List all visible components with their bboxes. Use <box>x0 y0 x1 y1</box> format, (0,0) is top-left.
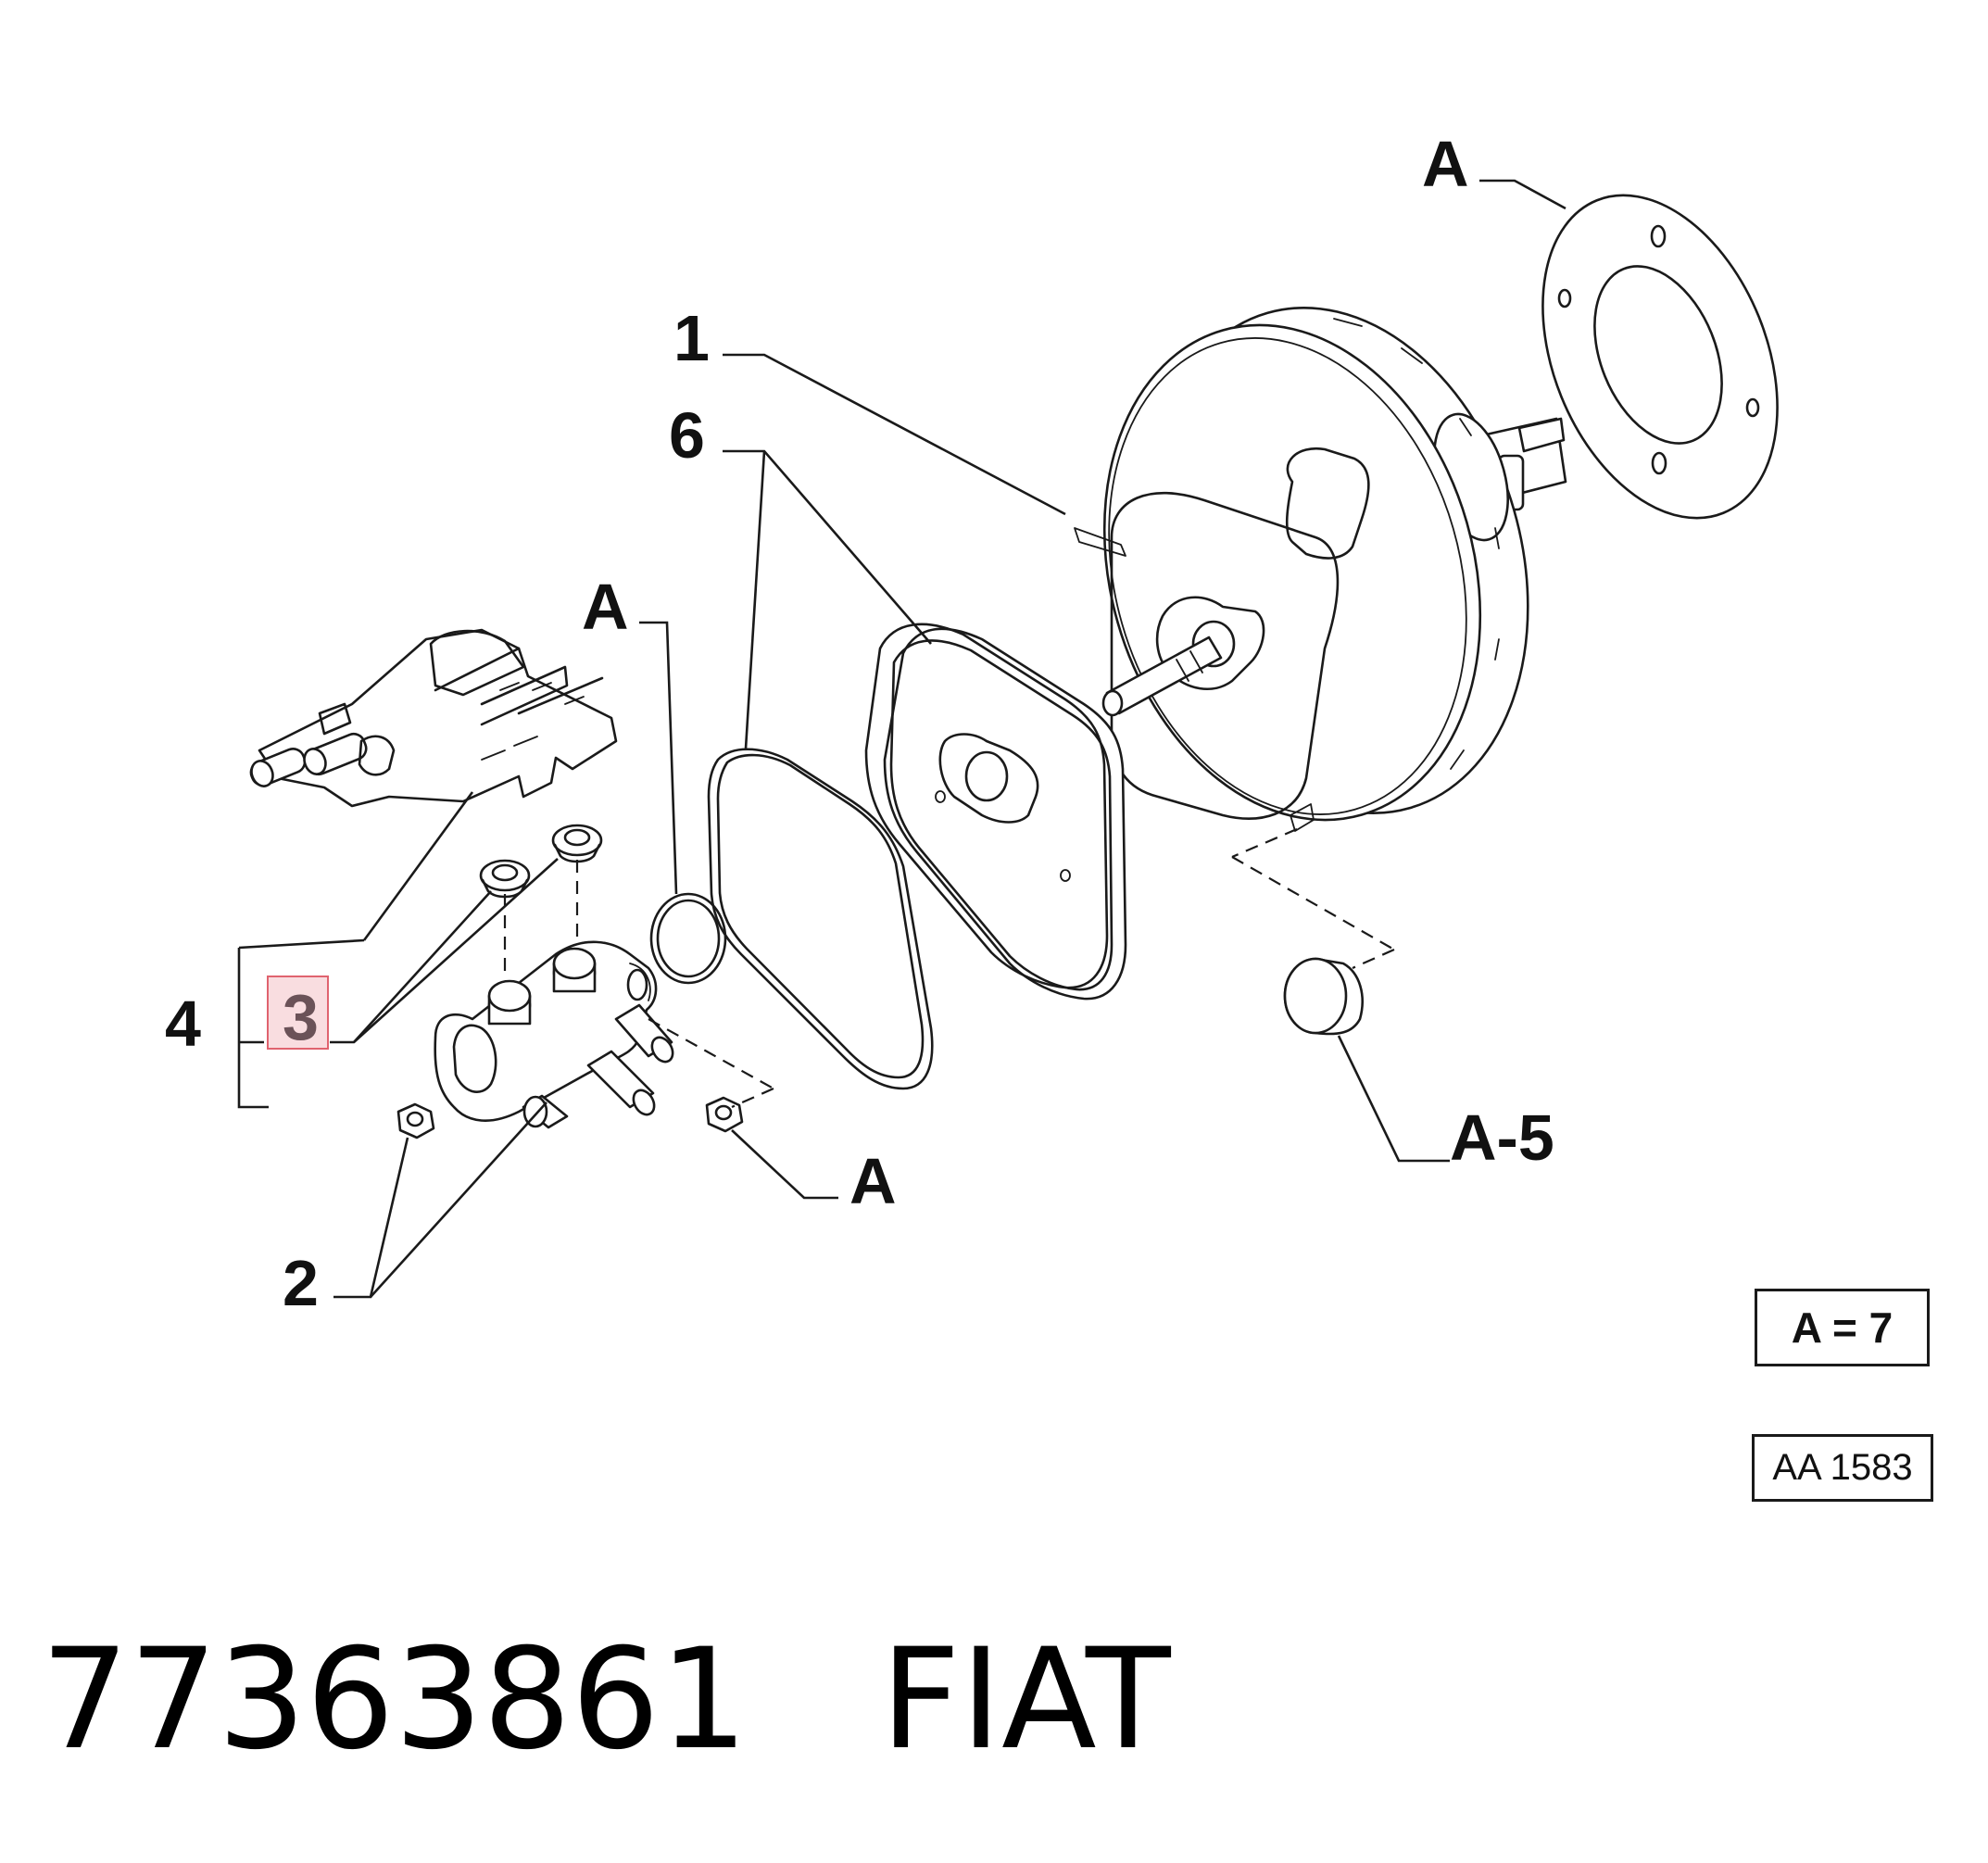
callout-a-flange: A <box>1422 128 1469 200</box>
callout-2: 2 <box>283 1247 319 1319</box>
callout-a-oring: A <box>582 571 629 643</box>
small-o-ring <box>649 892 727 985</box>
booster-plug <box>1283 957 1364 1036</box>
callout-6: 6 <box>669 399 705 472</box>
part-caption: 77363861 FIAT <box>41 1630 1171 1769</box>
drawing-code-text: AA 1583 <box>1772 1447 1913 1488</box>
assembly-dash-lines <box>503 827 1395 1109</box>
callout-a-nut: A <box>849 1145 897 1217</box>
flange-gasket <box>1541 194 1779 520</box>
callout-1: 1 <box>673 302 710 374</box>
booster-seal-plate <box>864 623 1127 1001</box>
brand-name: FIAT <box>880 1619 1171 1781</box>
callout-4: 4 <box>165 988 201 1060</box>
brake-fluid-reservoir <box>249 628 618 808</box>
torque-note: A = 7 <box>1755 1289 1930 1366</box>
brake-booster <box>1074 307 1567 832</box>
highlight-box <box>267 976 329 1050</box>
callout-3: 3 <box>283 981 319 1053</box>
torque-note-text: A = 7 <box>1791 1303 1894 1352</box>
master-cylinder <box>434 940 674 1129</box>
reservoir-grommets <box>479 824 603 899</box>
leader-lines <box>237 179 1566 1299</box>
gasket-ring <box>707 748 934 1090</box>
caption-gap <box>748 1619 880 1781</box>
callout-a5: A-5 <box>1450 1101 1554 1174</box>
drawing-code: AA 1583 <box>1752 1434 1933 1502</box>
part-number: 77363861 <box>41 1619 749 1781</box>
